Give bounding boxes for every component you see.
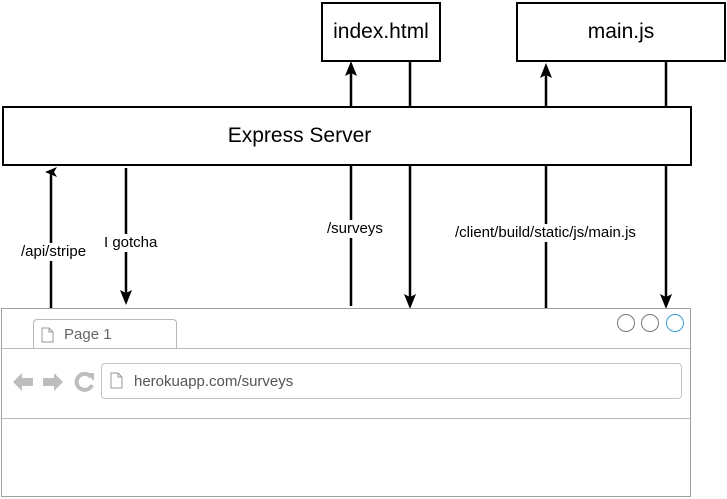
arrowhead-mainjs-upper xyxy=(540,63,552,78)
reload-icon[interactable] xyxy=(73,371,95,393)
tab-bar-divider xyxy=(2,348,690,349)
address-bar[interactable]: herokuapp.com/surveys xyxy=(101,363,682,399)
browser-content-area xyxy=(2,419,690,496)
arrowhead-mainjs-down xyxy=(660,294,672,309)
arrowhead-surveys-upper xyxy=(345,61,357,76)
back-arrow-icon[interactable] xyxy=(12,371,34,393)
index-html-node: index.html xyxy=(321,2,441,62)
main-js-label: main.js xyxy=(587,20,655,43)
edge-label-surveys: /surveys xyxy=(327,220,383,238)
browser-window: Page 1 herokuapp.com/surveys xyxy=(1,308,691,497)
browser-tab[interactable]: Page 1 xyxy=(33,319,177,349)
express-server-label: Express Server xyxy=(227,124,372,147)
index-html-label: index.html xyxy=(333,20,429,43)
express-server-node: Express Server xyxy=(2,106,692,166)
url-text: herokuapp.com/surveys xyxy=(134,373,294,390)
page-icon xyxy=(41,327,54,343)
close-button[interactable] xyxy=(666,314,684,332)
main-js-node: main.js xyxy=(516,2,726,62)
arrowhead-i-gotcha xyxy=(120,290,132,305)
forward-arrow-icon[interactable] xyxy=(42,371,64,393)
arrowhead-index-down xyxy=(404,294,416,309)
toolbar-divider xyxy=(2,418,690,419)
edge-label-i-gotcha: I gotcha xyxy=(104,234,158,252)
minimize-button[interactable] xyxy=(617,314,635,332)
page-icon xyxy=(110,372,123,389)
tab-label: Page 1 xyxy=(64,326,112,343)
edge-label-api-stripe: /api/stripe xyxy=(21,243,87,261)
maximize-button[interactable] xyxy=(641,314,659,332)
edge-label-main-js-path: /client/build/static/js/main.js xyxy=(455,224,636,242)
